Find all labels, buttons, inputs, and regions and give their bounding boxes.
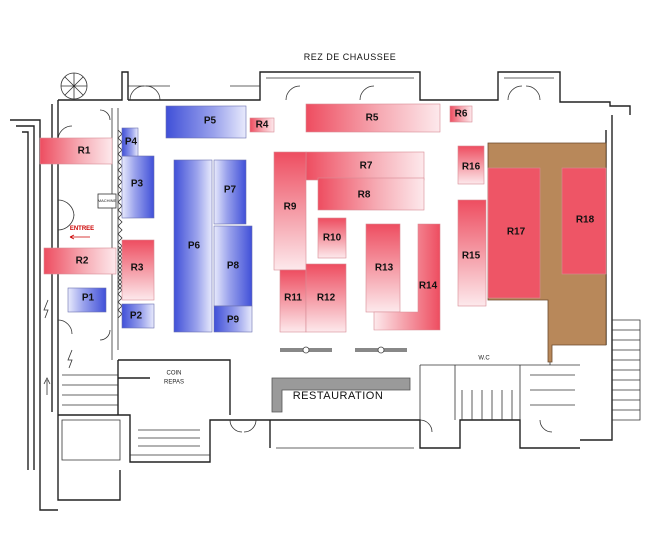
stand-r18[interactable]	[561, 167, 607, 275]
lightning-icon-2	[67, 349, 73, 369]
stand-label-p4: P4	[125, 137, 138, 148]
stand-label-r2: R2	[76, 256, 89, 267]
stand-r15[interactable]	[457, 199, 487, 307]
stand-label-p7: P7	[224, 185, 237, 196]
stand-label-p8: P8	[227, 261, 240, 272]
building-walls	[10, 71, 641, 511]
stand-r11[interactable]	[279, 269, 307, 333]
stand-p4[interactable]	[121, 127, 139, 157]
stand-r6[interactable]	[449, 105, 473, 123]
stand-label-r10: R10	[323, 233, 342, 244]
machine-box	[97, 193, 117, 209]
stand-label-p5: P5	[204, 116, 217, 127]
stand-label-r11: R11	[284, 293, 302, 304]
stand-label-r7: R7	[360, 161, 373, 172]
stand-r9[interactable]	[273, 151, 307, 271]
stand-label-r12: R12	[317, 293, 336, 304]
stand-r2[interactable]	[43, 247, 117, 275]
stand-label-r17: R17	[507, 227, 526, 238]
stand-r12[interactable]	[305, 263, 347, 333]
stand-p8[interactable]	[213, 225, 253, 307]
machine-label: MACHINE	[98, 198, 117, 203]
stand-p2[interactable]	[121, 303, 155, 329]
stand-p5[interactable]	[165, 105, 247, 139]
stand-label-r4: R4	[256, 120, 269, 131]
stand-p6[interactable]	[173, 159, 213, 333]
stand-r14[interactable]	[373, 223, 441, 331]
coin-repas-label-1: COIN	[167, 371, 182, 377]
stand-r8[interactable]	[317, 177, 425, 211]
stand-r7[interactable]	[305, 151, 425, 181]
stand-p1[interactable]	[67, 287, 107, 313]
stand-p3[interactable]	[121, 155, 155, 219]
stand-label-r16: R16	[462, 162, 481, 173]
plan-title: REZ DE CHAUSSEE	[304, 52, 397, 62]
restauration-counter	[271, 377, 411, 413]
stand-r4[interactable]	[249, 117, 275, 133]
stand-label-r13: R13	[375, 263, 394, 274]
stand-label-r18: R18	[576, 215, 595, 226]
stand-label-p3: P3	[131, 179, 144, 190]
stand-p9[interactable]	[213, 305, 253, 333]
stand-r10[interactable]	[317, 217, 347, 259]
entree-label: ENTREE	[70, 226, 94, 232]
stand-r5[interactable]	[305, 103, 441, 133]
stand-label-p1: P1	[82, 293, 95, 304]
stand-p7[interactable]	[213, 159, 247, 225]
stand-label-r9: R9	[284, 202, 297, 213]
wc-label: W.C	[478, 356, 490, 362]
stand-label-r14: R14	[419, 281, 438, 292]
stand-label-p2: P2	[130, 311, 143, 322]
stand-label-r6: R6	[455, 109, 468, 120]
restauration-label: RESTAURATION	[293, 390, 384, 402]
coin-repas-label-2: REPAS	[164, 380, 184, 386]
stand-label-r3: R3	[131, 263, 144, 274]
lightning-icon	[43, 299, 49, 319]
stand-label-r5: R5	[366, 113, 379, 124]
stand-r16[interactable]	[457, 145, 485, 185]
entree-arrow-icon	[69, 234, 90, 240]
arrow-up-icon	[43, 377, 51, 395]
stand-r17[interactable]	[487, 167, 541, 299]
stand-r1[interactable]	[39, 137, 113, 165]
stand-label-p6: P6	[188, 241, 201, 252]
stand-r3[interactable]	[121, 239, 155, 301]
stand-label-r15: R15	[462, 251, 481, 262]
stand-label-p9: P9	[227, 315, 240, 326]
stand-label-r1: R1	[78, 146, 91, 157]
stand-label-r8: R8	[358, 190, 371, 201]
